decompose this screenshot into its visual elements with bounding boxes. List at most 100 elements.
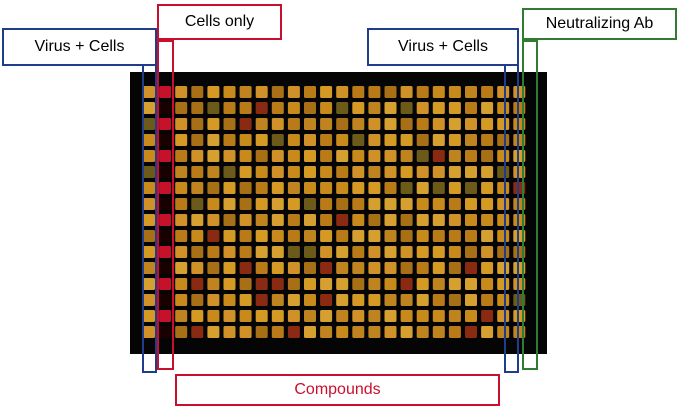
plate-well [159, 118, 172, 130]
plate-well [271, 102, 284, 114]
plate-well [175, 278, 188, 290]
plate-well [336, 262, 349, 274]
plate-well [465, 294, 477, 306]
plate-well [320, 134, 333, 146]
plate-well [368, 86, 381, 98]
plate-well [497, 310, 510, 322]
plate-well [352, 86, 365, 98]
plate-well [159, 150, 172, 162]
plate-well [255, 166, 268, 178]
plate-well [143, 134, 155, 146]
plate-well [271, 278, 284, 290]
plate-well [223, 182, 236, 194]
plate-well [175, 86, 188, 98]
plate-well [143, 86, 155, 98]
plate-well [352, 134, 365, 146]
plate-well [336, 326, 349, 338]
plate-well [207, 262, 220, 274]
plate-well [336, 150, 349, 162]
plate-well [400, 182, 413, 194]
plate-well [352, 310, 365, 322]
plate-well [255, 134, 268, 146]
plate-well [400, 278, 413, 290]
plate-well [175, 262, 188, 274]
plate-well [432, 278, 445, 290]
plate-well [159, 310, 172, 322]
plate-well [481, 214, 494, 226]
plate-well [481, 86, 494, 98]
plate-well [320, 214, 333, 226]
plate-well [175, 246, 188, 258]
plate-well [432, 246, 445, 258]
plate-well [497, 134, 510, 146]
plate-well [416, 198, 429, 210]
plate-well [481, 166, 494, 178]
plate-well [271, 198, 284, 210]
plate-well [497, 198, 510, 210]
plate-well [416, 134, 429, 146]
plate-well [207, 86, 220, 98]
plate-well [223, 198, 236, 210]
plate-well [159, 102, 172, 114]
plate-well [159, 198, 172, 210]
plate-well [143, 326, 155, 338]
plate-well [400, 310, 413, 322]
plate-well [465, 102, 477, 114]
plate-well [287, 214, 300, 226]
plate-well [432, 150, 445, 162]
plate-wells [143, 86, 526, 338]
plate-well [497, 182, 510, 194]
plate-well [143, 150, 155, 162]
plate-well [207, 118, 220, 130]
plate-well [320, 118, 333, 130]
plate-well [159, 214, 172, 226]
plate-well [352, 150, 365, 162]
plate-well [448, 166, 461, 178]
plate-well [384, 230, 397, 242]
plate-well [432, 230, 445, 242]
plate-well [239, 86, 252, 98]
plate-well [223, 166, 236, 178]
plate-well [223, 326, 236, 338]
plate-well [143, 294, 155, 306]
plate-well [239, 214, 252, 226]
plate-well [336, 134, 349, 146]
plate-well [368, 294, 381, 306]
plate-well [320, 182, 333, 194]
plate-well [304, 310, 316, 322]
plate-well [465, 182, 477, 194]
plate-well [497, 262, 510, 274]
plate-well [287, 86, 300, 98]
plate-well [207, 150, 220, 162]
plate-well [400, 150, 413, 162]
plate-well [400, 102, 413, 114]
plate-well [239, 198, 252, 210]
plate-well [432, 166, 445, 178]
plate-well [271, 86, 284, 98]
plate-well [481, 198, 494, 210]
plate-well [255, 294, 268, 306]
plate-well [320, 246, 333, 258]
plate-well [400, 246, 413, 258]
plate-well [143, 214, 155, 226]
neutralizing-ab-column-frame [522, 40, 538, 370]
plate-well [271, 262, 284, 274]
plate-well [368, 326, 381, 338]
plate-well [223, 118, 236, 130]
plate-well [191, 310, 204, 322]
plate-well [481, 230, 494, 242]
plate-well [465, 214, 477, 226]
plate-well [352, 262, 365, 274]
plate-well [287, 102, 300, 114]
plate-well [432, 198, 445, 210]
plate-well [465, 198, 477, 210]
plate-well [416, 214, 429, 226]
plate-well [352, 166, 365, 178]
plate-well [481, 278, 494, 290]
plate-well [304, 198, 316, 210]
plate-well [465, 246, 477, 258]
plate-well [223, 294, 236, 306]
plate-well [465, 262, 477, 274]
plate-well [416, 278, 429, 290]
plate-well [416, 326, 429, 338]
